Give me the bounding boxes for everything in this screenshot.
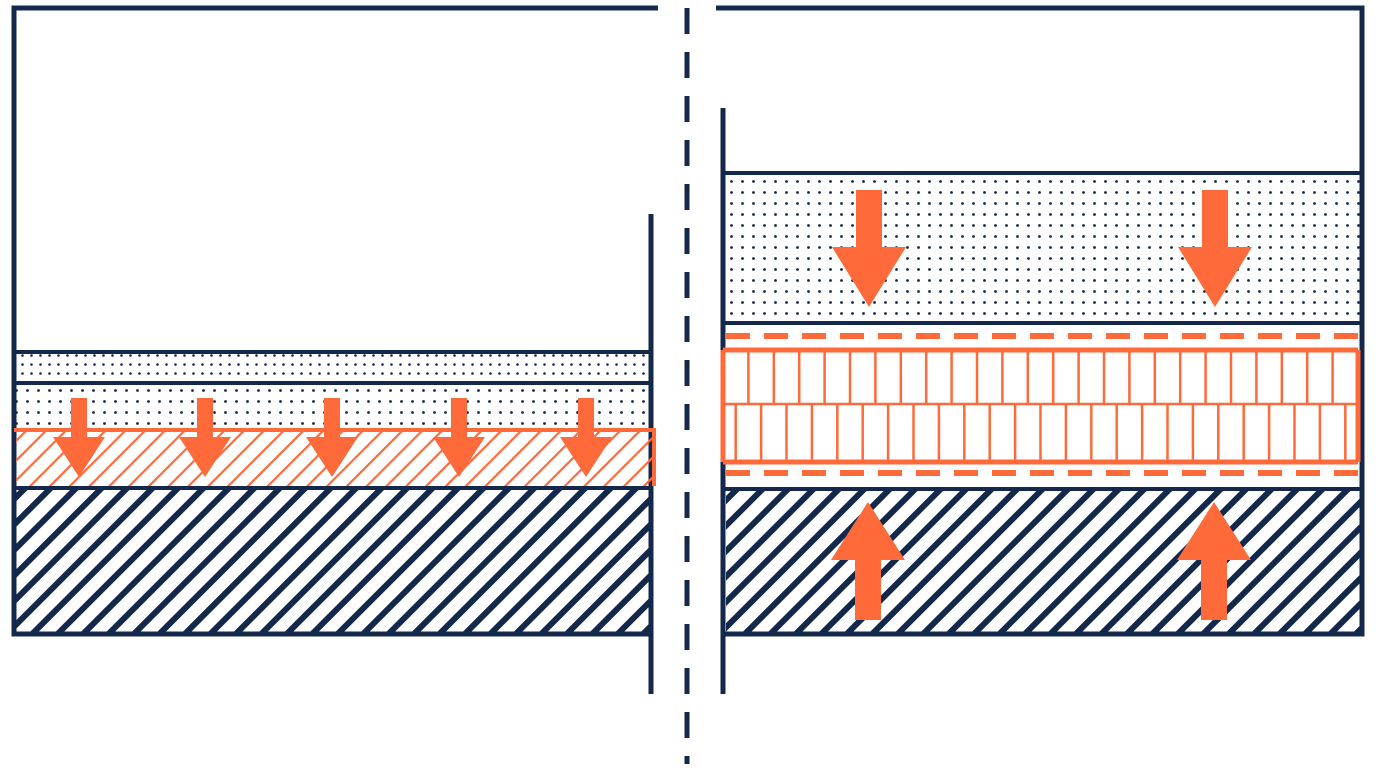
left-frame [11, 5, 658, 637]
left-navy-hatched-base [16, 489, 649, 632]
right-navy-hatched-base [726, 490, 1360, 632]
left-down-arrow-5 [560, 398, 612, 477]
left-fine-dotted-layer [16, 352, 649, 382]
left-panel [11, 5, 658, 694]
right-top-down-arrow-1 [832, 190, 906, 307]
right-top-down-arrow-2 [1178, 190, 1252, 307]
right-dotted-top-layer [726, 175, 1360, 322]
right-bottom-up-arrow-2 [1177, 502, 1251, 620]
left-down-arrow-3 [306, 398, 358, 477]
left-down-arrow-2 [179, 398, 231, 477]
right-bottom-up-arrow-1 [831, 502, 905, 620]
left-down-arrow-4 [433, 398, 485, 477]
right-arrows [831, 190, 1252, 620]
left-down-arrow-1 [53, 398, 105, 477]
left-down-arrows [53, 398, 612, 477]
right-orange-grid-core [720, 347, 1361, 465]
right-panel [716, 5, 1365, 694]
